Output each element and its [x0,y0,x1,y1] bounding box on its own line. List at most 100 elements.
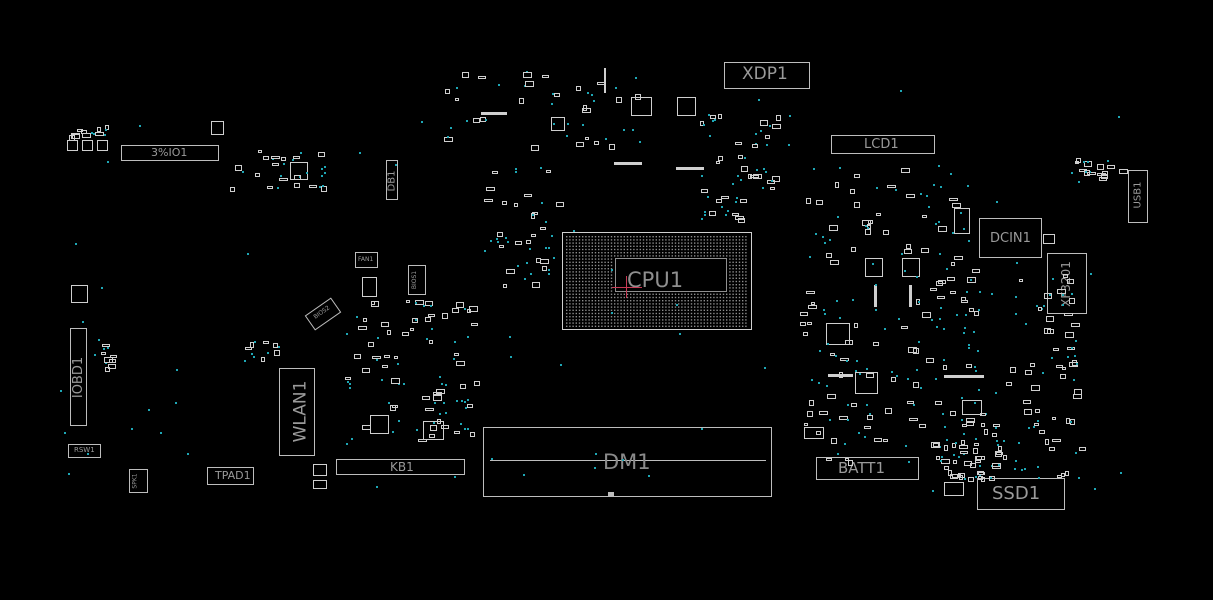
via [551,234,554,237]
via [912,404,915,407]
passive-footprint [392,404,399,408]
via [531,213,534,216]
via [243,359,246,362]
dimm-slot[interactable] [483,427,772,497]
passive-footprint [474,381,481,387]
bios-chip[interactable] [408,265,426,295]
via [896,374,899,377]
via [724,214,727,217]
via [990,292,993,295]
passive-footprint [1052,417,1057,421]
via [702,123,705,126]
passive-footprint [353,353,361,359]
db-label: DB1 [386,170,398,192]
via [623,129,626,131]
passive-footprint [466,403,473,408]
via [757,99,760,102]
tpad-connector[interactable] [207,467,254,485]
via [529,248,532,251]
ssd-slot[interactable] [977,478,1065,510]
via [442,402,445,405]
db-connector[interactable] [386,160,398,200]
via [985,413,988,416]
xdp-connector[interactable] [724,62,810,89]
via [765,143,768,146]
passive-footprint [853,174,860,179]
passive-footprint [839,415,849,420]
kb-connector[interactable] [336,459,465,475]
via [586,91,589,94]
via [1041,372,1044,375]
passive-footprint [405,300,410,304]
passive-footprint [825,457,832,461]
passive-footprint [1024,409,1033,416]
passive-footprint [255,173,261,178]
via [1025,322,1028,325]
via [761,186,764,189]
dimm-notch [608,492,614,497]
passive-footprint [1098,176,1107,181]
passive-footprint [546,170,552,174]
dcin-connector[interactable] [979,218,1042,258]
spk-connector[interactable] [129,469,148,493]
rsw-switch[interactable] [68,444,101,458]
passive-footprint [107,364,116,370]
via [1035,304,1038,307]
passive-footprint [540,227,547,231]
via [866,226,869,229]
kb-label: KB1 [390,460,414,474]
via [454,475,457,478]
iobd-label: IOBD1 [71,356,87,399]
passive-footprint [1062,367,1067,371]
batt-connector[interactable] [816,457,919,480]
passive-footprint [501,201,507,206]
cpu-socket[interactable] [562,232,752,330]
usb-connector[interactable] [1128,170,1148,223]
via [323,172,326,175]
trace-top-3 [614,162,642,165]
via [423,305,426,308]
passive-footprint [278,177,288,181]
passive-footprint [263,156,270,161]
via [732,182,735,185]
via [709,134,712,137]
via [962,332,965,335]
via [175,402,178,405]
via [943,359,946,362]
via [491,457,494,460]
via [351,437,354,440]
via [104,134,107,137]
passive-footprint [769,186,775,190]
passive-footprint [1056,474,1062,478]
fan-connector[interactable] [355,252,378,268]
via [1071,346,1074,349]
via [254,340,257,343]
top-ic-a [631,97,652,116]
via [964,313,967,316]
via [438,413,441,416]
io-connector[interactable] [121,145,219,161]
passive-footprint [485,186,495,191]
via [430,304,433,307]
wlan-slot[interactable] [279,368,315,456]
passive-footprint [105,124,110,130]
passive-footprint [1096,172,1106,176]
passive-footprint [963,461,972,467]
passive-footprint [1060,373,1067,379]
via [544,246,547,249]
via [700,427,703,430]
via [837,216,840,219]
via [594,452,597,455]
via [1003,440,1006,443]
via [551,103,554,106]
via [387,402,390,405]
passive-footprint [800,312,809,317]
via [996,200,999,203]
passive-footprint [235,164,243,171]
passive-footprint [848,459,854,466]
via [466,120,469,123]
via [67,473,70,476]
via [551,93,554,96]
iobd-connector[interactable] [70,328,87,426]
lcd-connector[interactable] [831,135,935,154]
